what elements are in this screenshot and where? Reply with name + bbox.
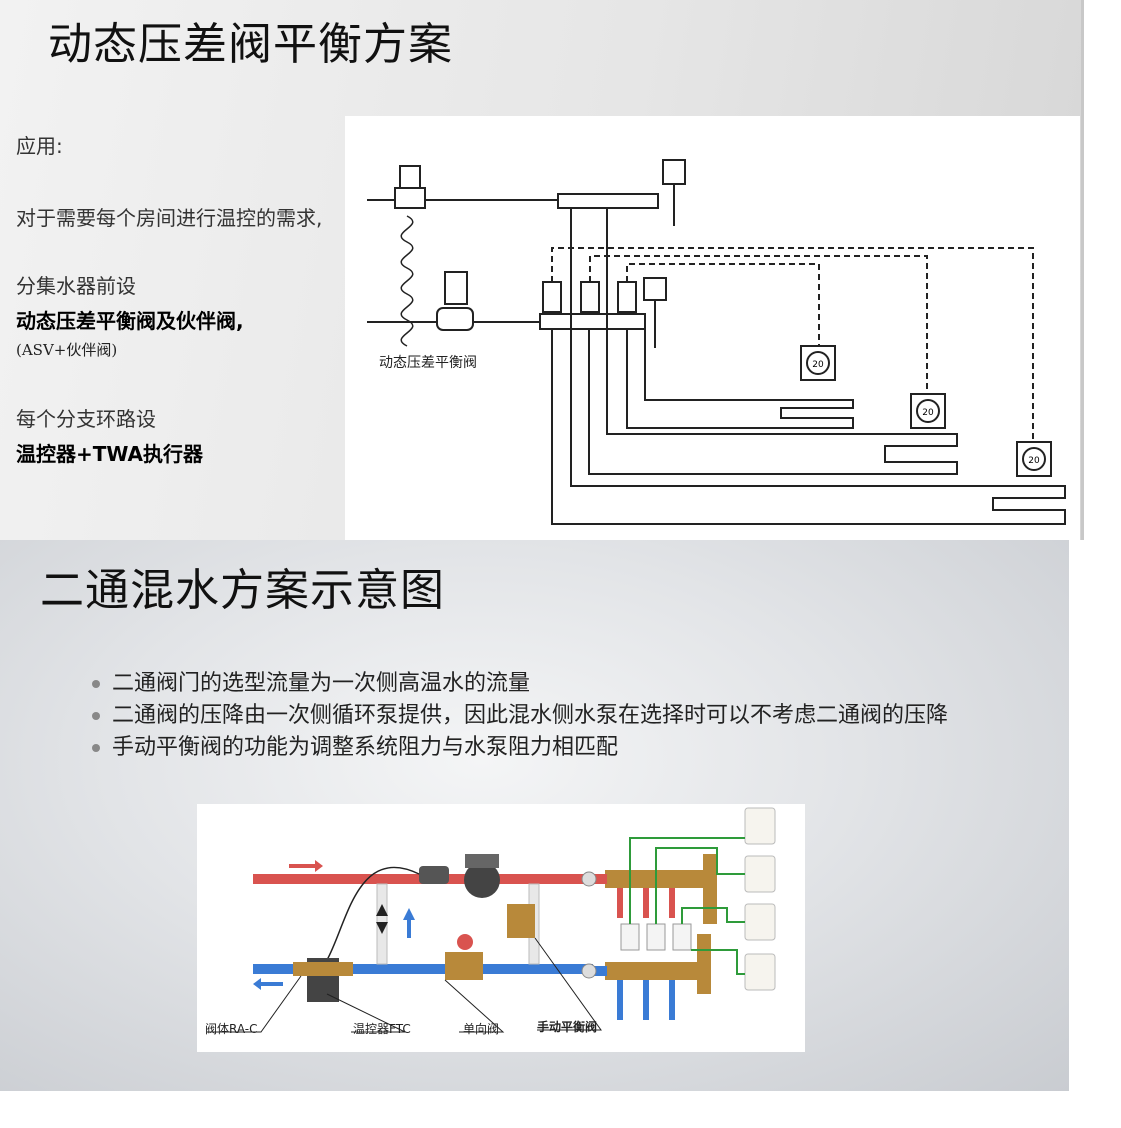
bullet-item: 二通阀的压降由一次侧循环泵提供，因此混水侧水泵在选择时可以不考虑二通阀的压降 [88,700,948,732]
room-thermostat [744,807,776,845]
room-thermostat [744,855,776,893]
lower-manifold [539,313,646,330]
thermostats [800,345,1052,477]
bullet-item: 二通阀门的选型流量为一次侧高温水的流量 [88,668,948,700]
application-label: 应用: [16,134,63,158]
floor-loop-2 [588,208,958,475]
room-thermostat [744,903,776,941]
slide1-title: 动态压差阀平衡方案 [48,19,453,70]
manifold-diagram: 20 20 20 动态压差平衡阀 [345,116,1080,540]
asv-label: 动态压差平衡阀 [379,355,477,371]
slide-dynamic-pressure: 动态压差阀平衡方案 应用: 对于需要每个房间进行温控的需求, 分集水器前设 动态… [0,0,1081,540]
partner-valve [444,271,468,305]
branch-bold-text: 温控器+TWA执行器 [16,442,204,466]
bullet-dot [92,680,100,688]
manifold-pre-text: 分集水器前设 [16,274,136,298]
air-vent-lower [643,277,667,301]
mixing-diagram-svg [207,807,776,1033]
actuator-2 [580,281,600,313]
wire-3 [551,247,1034,442]
air-vent-upper [662,159,686,185]
upper-manifold [557,193,659,209]
flow-arrow-right [289,860,323,872]
bullet-item: 手动平衡阀的功能为调整系统阻力与水泵阻力相匹配 [88,732,948,764]
thermostat-display: 20 [1028,456,1040,466]
room-thermostat [744,953,776,991]
actuator-3 [617,281,637,313]
bullet-list: 二通阀门的选型流量为一次侧高温水的流量 二通阀的压降由一次侧循环泵提供，因此混水… [88,668,948,764]
manual-balance-valve [507,904,535,938]
callout-check-valve: 单向阀 [463,1022,500,1036]
bullet-dot [92,744,100,752]
thermostat-ftc [419,866,449,884]
actuator [646,923,666,951]
slide2-title: 二通混水方案示意图 [40,565,445,616]
floor-loop-3 [551,208,1066,525]
return-manifold [605,962,705,980]
bullet-dot [92,712,100,720]
pump [464,862,500,898]
wire-2 [589,255,928,394]
capillary-coil [400,215,414,347]
callout-manual-balance: 手动平衡阀 [537,1020,598,1034]
valve-note-text: (ASV+伙伴阀) [16,341,118,359]
thermostat-display: 20 [812,360,824,370]
wire-1 [626,263,820,346]
slide-two-way-mixing: 二通混水方案示意图 二通阀门的选型流量为一次侧高温水的流量 二通阀的压降由一次侧… [0,540,1069,1091]
check-valve [445,952,483,980]
mixing-diagram: 阀体RA-C 温控器FTC 单向阀 手动平衡阀 [197,804,805,1052]
callout-thermostat: 温控器FTC [353,1022,411,1036]
manifold-diagram-svg: 20 20 20 [367,159,1066,525]
floor-loop-1 [626,329,854,429]
actuator [672,923,692,951]
callout-valve-body: 阀体RA-C [205,1022,258,1036]
thermostat-display: 20 [922,408,934,418]
actuator [620,923,640,951]
flow-arrow-left [253,978,283,990]
branch-pre-text: 每个分支环路设 [16,407,156,431]
actuator-1 [542,281,562,313]
valve-bold-text: 动态压差平衡阀及伙伴阀, [16,309,244,333]
slide-divider [1081,0,1084,540]
demand-text: 对于需要每个房间进行温控的需求, [16,206,323,230]
cold-pipe [253,964,593,974]
